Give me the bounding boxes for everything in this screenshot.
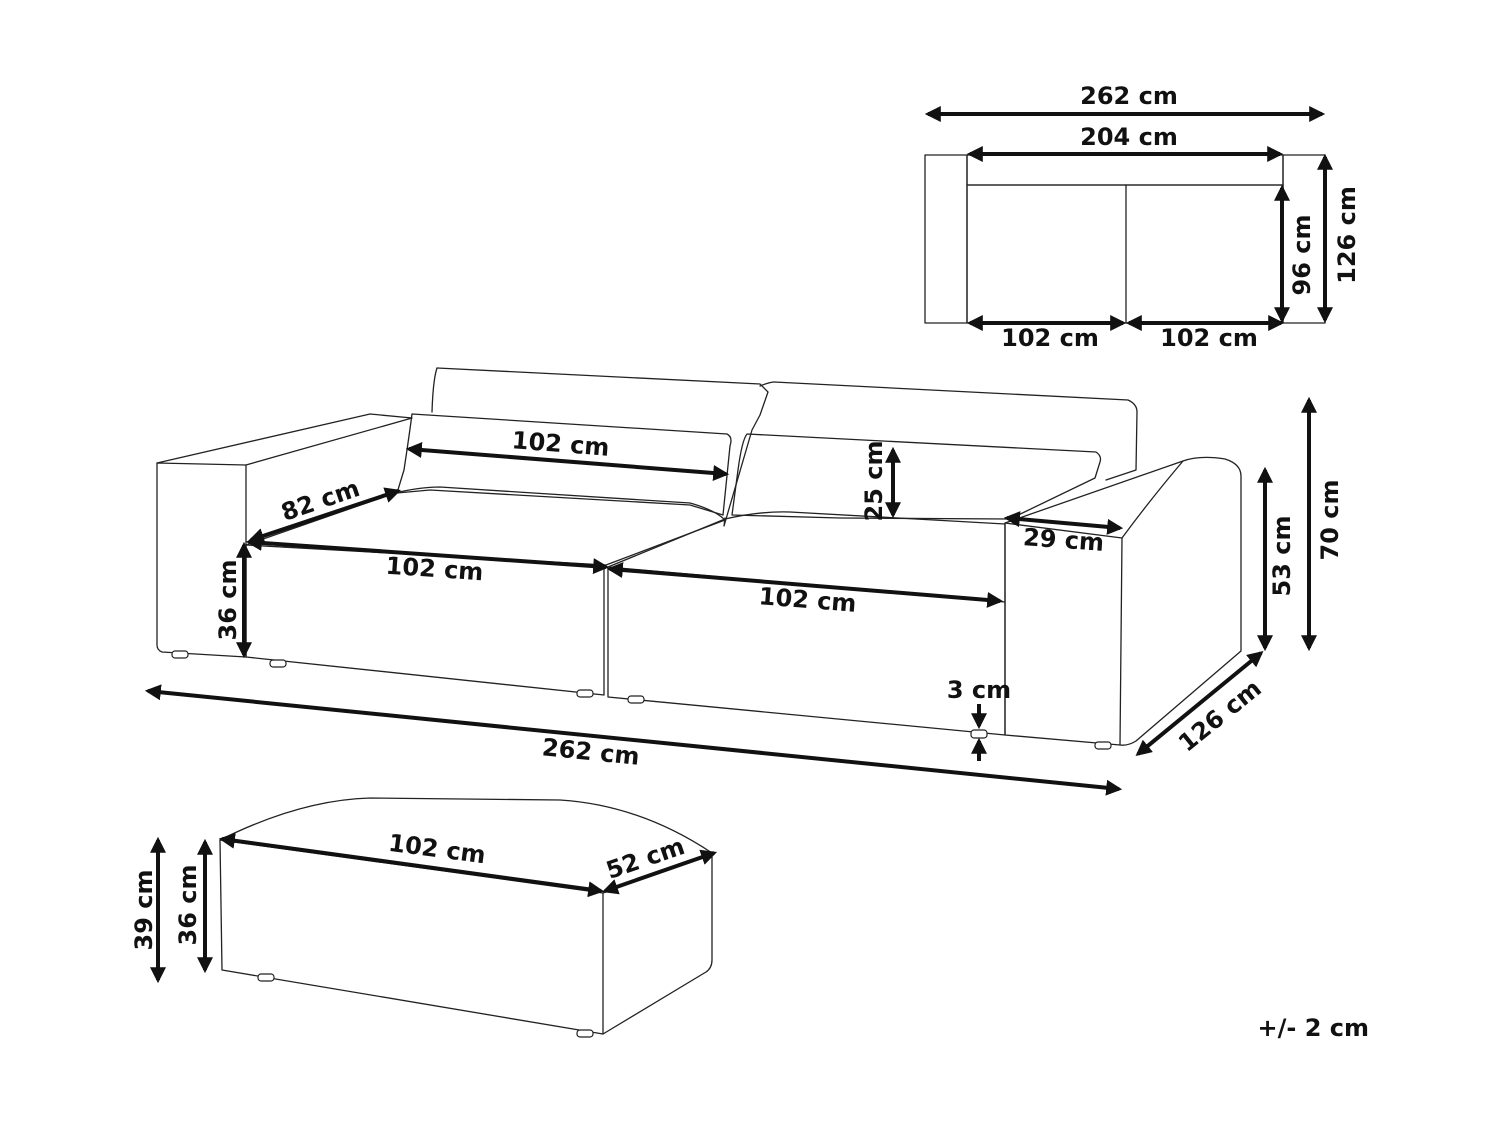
- ottoman-body-height-label: 36 cm: [174, 865, 202, 946]
- total-width-arrow: [144, 684, 1123, 796]
- total-height-label: 70 cm: [1316, 480, 1344, 561]
- total-depth-arrow: [1135, 650, 1264, 757]
- top-view: 262 cm 204 cm 102 cm 102 cm 96 cm 126 cm: [924, 82, 1361, 352]
- seat-front-left-arrow: [245, 534, 610, 575]
- seat-height-label: 36 cm: [214, 560, 242, 641]
- ottoman: 102 cm 52 cm 39 cm 36 cm: [130, 797, 718, 1038]
- leg-height-label: 3 cm: [947, 676, 1011, 704]
- top-total-width-label: 262 cm: [1080, 82, 1178, 110]
- ottoman-feet: [257, 973, 594, 1038]
- top-seat-left-label: 102 cm: [1001, 324, 1099, 352]
- ottoman-width-arrow: [218, 832, 605, 898]
- top-seat-depth-label: 96 cm: [1288, 215, 1316, 296]
- sofa: 102 cm 25 cm 82 cm 102 cm 102 cm 29 cm 3…: [144, 367, 1344, 796]
- sofa-outline: [156, 367, 1242, 746]
- armrest-width-arrow: [1003, 511, 1124, 535]
- arm-height-label: 53 cm: [1268, 516, 1296, 597]
- top-total-depth-label: 126 cm: [1333, 186, 1361, 284]
- ottoman-total-height-label: 39 cm: [130, 870, 158, 951]
- seat-front-left-label: 102 cm: [385, 552, 484, 587]
- top-view-outline: [924, 154, 1326, 324]
- pillow-width-arrow: [405, 442, 730, 481]
- seat-front-right-arrow: [606, 562, 1004, 608]
- seat-depth-arrow: [247, 487, 402, 544]
- top-seat-right-label: 102 cm: [1160, 324, 1258, 352]
- armrest-width-label: 29 cm: [1022, 523, 1105, 557]
- backrest-height-label: 25 cm: [860, 441, 888, 522]
- ottoman-depth-arrow: [601, 849, 718, 895]
- ottoman-outline: [219, 797, 713, 1035]
- top-seat-width-label: 204 cm: [1080, 123, 1178, 151]
- tolerance-note: +/- 2 cm: [1258, 1014, 1369, 1042]
